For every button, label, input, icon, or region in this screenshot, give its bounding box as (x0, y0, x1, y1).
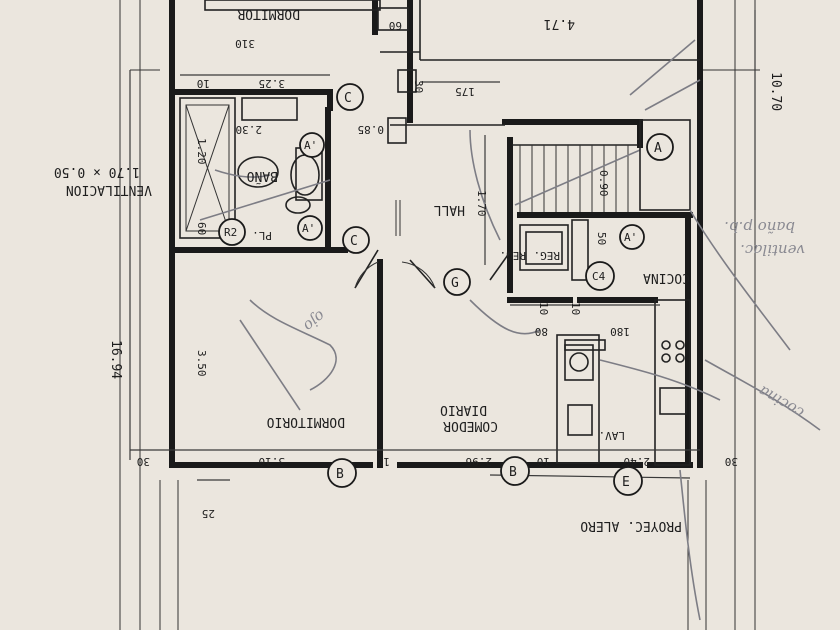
dim-240: 2.40 (624, 455, 651, 468)
kitchen-fixtures (519, 219, 691, 466)
dim-60b: 60 (195, 222, 208, 235)
label-dormitorio-top: DORMITOR (237, 6, 300, 21)
marker-a-2-letter: A' (624, 231, 637, 244)
dim-296: 2.96 (466, 455, 493, 468)
marker-a-4-letter: A (654, 141, 662, 156)
marker-a-1: A' (297, 215, 323, 241)
marker-a-2: A' (619, 224, 645, 250)
dim-10c: 10 (569, 302, 582, 315)
marker-c4-letter: C4 (592, 270, 606, 283)
label-ventilacion: VENTILACION (66, 182, 152, 197)
label-vent-size: 1.70 × 0.50 (54, 164, 140, 179)
label-reg2: REG. (500, 249, 527, 262)
dim-60: 60 (389, 19, 402, 32)
dim-085: 0.85 (358, 123, 385, 136)
dim-10b: 10 (537, 302, 550, 315)
dim-175: 175 (455, 85, 475, 98)
marker-c-2: C (342, 226, 370, 254)
marker-a-4: A (646, 133, 674, 161)
label-pl: PL. (252, 229, 272, 242)
label-lav: LAV. (599, 429, 626, 442)
marker-c-1-letter: C (344, 91, 352, 106)
dim-30a: 30 (412, 80, 425, 93)
marker-c4: C4 (585, 261, 615, 291)
dim-30r: 30 (725, 455, 738, 468)
dim-350: 3.50 (195, 350, 208, 377)
dimension-lines (129, 10, 756, 481)
label-comedor: COMEDOR (443, 418, 498, 433)
dim-120: 1.20 (195, 138, 208, 165)
marker-b-1-letter: B (336, 467, 344, 482)
dim-230: 2.30 (236, 123, 263, 136)
marker-e: E (613, 466, 643, 496)
marker-r2-letter: R2 (224, 226, 237, 239)
dim-30l: 30 (137, 455, 150, 468)
dim-80: 80 (535, 325, 548, 338)
label-reg: REG. (534, 249, 561, 262)
dim-090: 0.90 (597, 170, 610, 197)
label-dormitorio: DORMITORIO (267, 414, 345, 429)
marker-c-2-letter: C (350, 234, 358, 249)
dim-1694: 16.94 (108, 340, 123, 379)
marker-g: G (443, 268, 471, 296)
dim-180: 180 (610, 325, 630, 338)
dim-310: 3.10 (259, 455, 286, 468)
marker-b-1: B (327, 458, 357, 488)
dim-10a: 10 (197, 77, 210, 90)
marker-r2: R2 (218, 218, 246, 246)
label-ventilac: ventilac. (740, 241, 805, 259)
marker-b-2-letter: B (509, 465, 517, 480)
marker-a-3-letter: A' (304, 139, 317, 152)
frame-lines (119, 0, 760, 630)
stairs (512, 119, 691, 212)
dim-310-top: 310 (235, 37, 255, 50)
marker-e-letter: E (622, 475, 630, 490)
label-diario: DIARIO (440, 402, 487, 417)
dim-1070: 10.70 (768, 72, 783, 111)
label-bano-pb: baño p.b. (724, 218, 795, 236)
dim-471: 4.71 (544, 16, 575, 31)
marker-a-3: A' (299, 132, 325, 158)
label-cocina: COCINA (643, 270, 690, 285)
doors (354, 117, 511, 289)
top-room-fragment (204, 0, 701, 111)
dim-325: 3.25 (259, 77, 286, 90)
dim-10e: 10 (537, 455, 550, 468)
marker-a-1-letter: A' (302, 222, 315, 235)
pencil-scribbles (214, 129, 821, 621)
marker-b-2: B (500, 456, 530, 486)
dim-50: 50 (595, 232, 608, 245)
dim-10d: 10 (377, 455, 390, 468)
label-bano: BAÑO (247, 168, 278, 184)
dim-170: 1.70 (475, 190, 488, 217)
marker-g-letter: G (451, 276, 459, 291)
marker-c-1: C (336, 83, 364, 111)
dim-25: 25 (202, 507, 215, 520)
label-hall: HALL (434, 202, 465, 217)
label-proyec-alero: PROYEC. ALERO (580, 518, 682, 533)
